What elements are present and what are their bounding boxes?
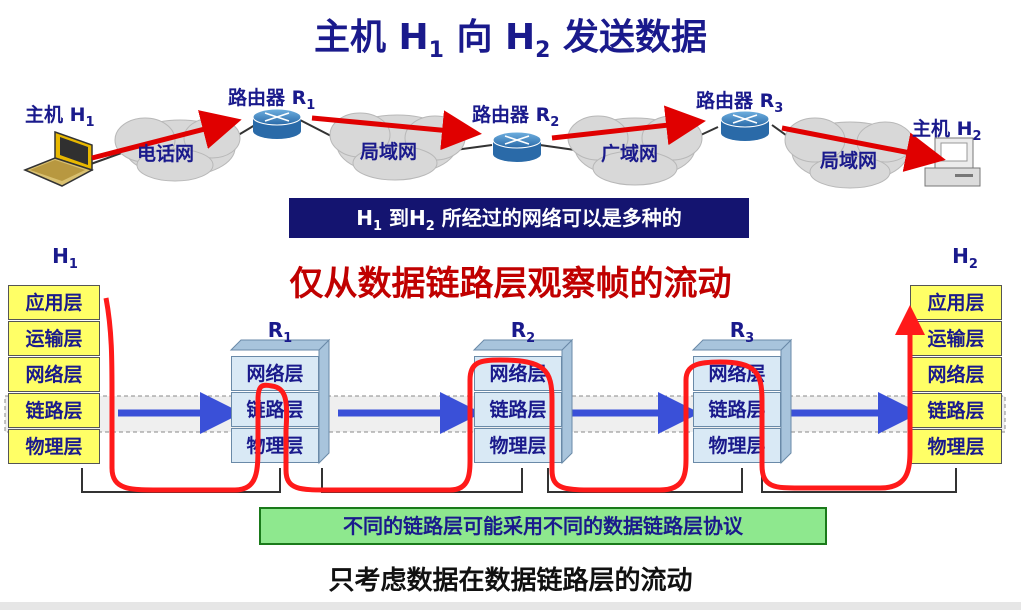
h1-link-layer: 链路层 [8,393,100,428]
r1-physical-layer: 物理层 [231,428,319,463]
network-variety-note: H1 到H2 所经过的网络可以是多种的 [289,198,749,238]
r2-link-layer: 链路层 [474,392,562,427]
laptop-icon [23,130,94,187]
bottom-caption: 只考虑数据在数据链路层的流动 [328,566,693,596]
cloud-label-lan-1: 局域网 [360,141,418,163]
h2-link-layer: 链路层 [910,393,1002,428]
r3-stack-label: R3 [729,318,755,346]
h2-stack-label: H2 [952,244,978,272]
router3-label: 路由器 R3 [696,90,784,116]
page-title: 主机 H1 向 H2 发送数据 [313,17,708,64]
h2-network-layer: 网络层 [910,357,1002,392]
h1-application-layer: 应用层 [8,285,100,320]
h2-physical-layer: 物理层 [910,429,1002,464]
r1-protocol-stack: 网络层 链路层 物理层 [231,350,319,463]
router-icon-1 [252,108,302,139]
r2-stack-label: R2 [510,318,536,346]
host2-label: 主机 H2 [912,118,982,144]
r3-network-layer: 网络层 [693,356,781,391]
h1-protocol-stack: 应用层 运输层 网络层 链路层 物理层 [8,285,100,465]
r2-network-layer: 网络层 [474,356,562,391]
r1-network-layer: 网络层 [231,356,319,391]
router-icon-3 [720,110,770,141]
section-subtitle: 仅从数据链路层观察帧的流动 [289,264,732,304]
h2-protocol-stack: 应用层 运输层 网络层 链路层 物理层 [910,285,1002,465]
h2-application-layer: 应用层 [910,285,1002,320]
r2-physical-layer: 物理层 [474,428,562,463]
h1-stack-label: H1 [52,244,78,272]
cloud-label-lan-2: 局域网 [820,150,878,172]
h1-network-layer: 网络层 [8,357,100,392]
h1-physical-layer: 物理层 [8,429,100,464]
protocol-note: 不同的链路层可能采用不同的数据链路层协议 [259,507,827,545]
host1-label: 主机 H1 [25,104,95,130]
r1-stack-label: R1 [267,318,293,346]
top-red-arrows [91,105,946,172]
r1-link-layer: 链路层 [231,392,319,427]
h1-transport-layer: 运输层 [8,321,100,356]
router-icon-2 [492,131,542,162]
r2-protocol-stack: 网络层 链路层 物理层 [474,350,562,463]
r3-protocol-stack: 网络层 链路层 物理层 [693,350,781,463]
router2-label: 路由器 R2 [472,104,560,130]
router1-label: 路由器 R1 [228,87,316,113]
cloud-label-telephone: 电话网 [137,143,195,165]
cloud-label-wan: 广域网 [601,143,659,165]
r3-link-layer: 链路层 [693,392,781,427]
r3-physical-layer: 物理层 [693,428,781,463]
cloud-lan-1 [329,112,466,181]
h2-transport-layer: 运输层 [910,321,1002,356]
bottom-bar [0,602,1021,610]
